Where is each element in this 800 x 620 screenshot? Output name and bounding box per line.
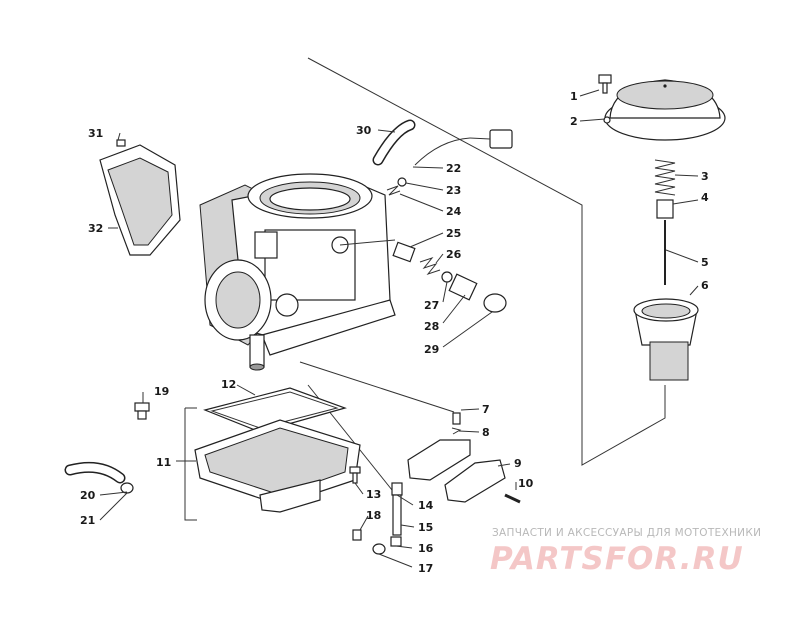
label-12: 12	[221, 378, 236, 391]
label-3: 3	[701, 170, 709, 183]
label-10: 10	[518, 477, 534, 490]
label-20: 20	[80, 489, 96, 502]
choke-cable	[414, 129, 513, 166]
drain-screw	[372, 543, 386, 555]
label-2: 2	[570, 115, 578, 128]
cap-screw	[598, 74, 612, 94]
label-6: 6	[701, 279, 709, 292]
label-19: 19	[154, 385, 169, 398]
label-11: 11	[156, 456, 171, 469]
vent-hose	[372, 119, 416, 166]
choke-spring-small	[386, 177, 407, 196]
label-4: 4	[701, 191, 709, 204]
label-17: 17	[418, 562, 433, 575]
pilot-jet	[390, 536, 402, 547]
plug-screw	[352, 529, 362, 541]
choke-cap	[483, 293, 507, 313]
needle-retainer	[656, 199, 674, 219]
float-needle-valve	[452, 412, 461, 425]
label-31: 31	[88, 127, 103, 140]
throttle-slide	[633, 298, 699, 381]
choke-plunger	[392, 241, 416, 263]
diaphragm-cap	[603, 79, 726, 141]
label-16: 16	[418, 542, 434, 555]
valve-clip	[451, 427, 462, 435]
watermark-tagline: ЗАПЧАСТИ И АКСЕССУАРЫ ДЛЯ МОТОТЕХНИКИ	[492, 527, 762, 539]
float-pin	[504, 493, 521, 504]
label-32: 32	[88, 222, 103, 235]
main-jet	[391, 482, 403, 496]
label-29: 29	[424, 343, 439, 356]
label-9: 9	[514, 457, 522, 470]
label-7: 7	[482, 403, 490, 416]
label-26: 26	[446, 248, 462, 261]
label-28: 28	[424, 320, 439, 333]
label-8: 8	[482, 426, 490, 439]
label-5: 5	[701, 256, 709, 269]
label-30: 30	[356, 124, 372, 137]
label-22: 22	[446, 162, 461, 175]
label-14: 14	[418, 499, 434, 512]
drain-hose	[64, 461, 126, 484]
float-bowl	[194, 419, 361, 513]
side-cover	[99, 144, 181, 256]
float-rear	[444, 459, 506, 503]
leader-lines	[99, 89, 699, 568]
o-ring	[441, 271, 453, 283]
label-25: 25	[446, 227, 461, 240]
cover-screw	[116, 139, 126, 147]
label-23: 23	[446, 184, 461, 197]
label-27: 27	[424, 299, 439, 312]
choke-nut	[448, 273, 478, 301]
float-front	[407, 439, 471, 481]
label-13: 13	[366, 488, 381, 501]
label-21: 21	[80, 514, 95, 527]
carburetor-body	[199, 173, 396, 371]
float-bowl-gasket	[203, 387, 347, 433]
label-24: 24	[446, 205, 462, 218]
label-18: 18	[366, 509, 381, 522]
part-labels: 1 2 3 4 5 6 7 8 9 10 11 12 13 14 15 16 1…	[80, 90, 709, 575]
watermark-logo: PARTSFOR.RU	[490, 541, 744, 577]
air-screw	[134, 402, 150, 420]
needle-jet	[392, 494, 402, 536]
label-15: 15	[418, 521, 433, 534]
label-1: 1	[570, 90, 578, 103]
choke-spring-large	[419, 256, 441, 276]
slide-spring	[654, 159, 676, 196]
hose-clamp	[120, 482, 134, 494]
